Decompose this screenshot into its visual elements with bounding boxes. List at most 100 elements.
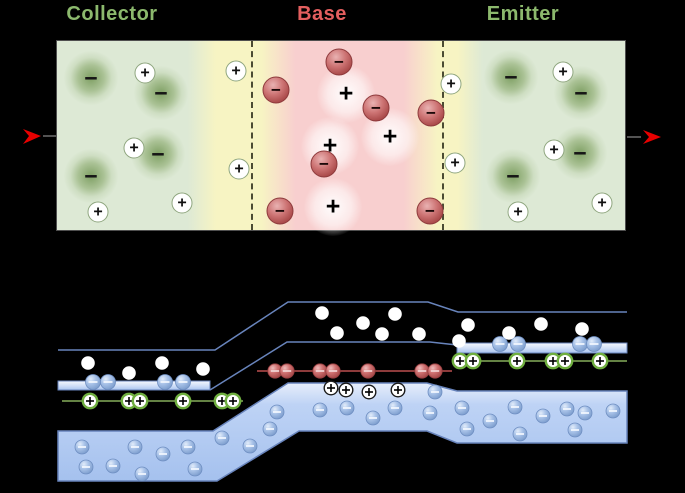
valence-electron-icon [482, 413, 498, 429]
donor-ion-icon [131, 392, 149, 410]
junction-dashed-line [251, 41, 253, 230]
ionized-acceptor-icon: − [416, 197, 444, 225]
donor-ion-icon [591, 352, 609, 370]
collector-electron-sea [57, 380, 211, 391]
valence-electron-icon [427, 384, 443, 400]
valence-electron-icon [127, 439, 143, 455]
valence-electron-icon [567, 422, 583, 438]
valence-electron-icon [155, 446, 171, 462]
ionized-donor-icon: + [87, 201, 109, 223]
current-arrow-right-icon [643, 130, 661, 144]
valence-electron-icon [214, 430, 230, 446]
ionized-donor-icon: + [507, 201, 529, 223]
valence-electron-icon [180, 439, 196, 455]
acceptor-ion-icon [325, 363, 341, 379]
collector-label: Collector [66, 3, 158, 25]
donor-ion-icon [451, 352, 469, 370]
emitter-label: Emitter [486, 3, 560, 25]
donor-ion-icon [120, 392, 138, 410]
acceptor-ion-icon [312, 363, 328, 379]
conduction-band-upper-edge [58, 301, 627, 351]
valence-electron-icon [559, 401, 575, 417]
acceptor-ion-icon [414, 363, 430, 379]
donor-ion-icon [464, 352, 482, 370]
valence-hole-icon [338, 382, 354, 398]
valence-electron-icon [78, 459, 94, 475]
valence-electron-icon [512, 426, 528, 442]
donor-ion-icon [81, 392, 99, 410]
hole-icon: + [382, 122, 398, 151]
valence-electron-icon [454, 400, 470, 416]
hole-icon: + [322, 131, 338, 160]
free-electron-icon [81, 356, 95, 370]
ionized-donor-icon: + [444, 152, 466, 174]
ionized-acceptor-icon: − [325, 48, 353, 76]
acceptor-ion-icon [279, 363, 295, 379]
acceptor-ion-icon [267, 363, 283, 379]
ionized-donor-icon: + [134, 62, 156, 84]
electron-cloud-icon: − [64, 51, 118, 105]
valence-electron-icon [605, 403, 621, 419]
valence-electron-icon [105, 458, 121, 474]
donor-ion-icon [556, 352, 574, 370]
junction-dashed-line [442, 41, 444, 230]
valence-electron-icon [187, 461, 203, 477]
valence-electron-icon [387, 400, 403, 416]
electron-cloud-icon: − [484, 50, 538, 104]
donor-ion-icon [224, 392, 242, 410]
ionized-donor-icon: + [543, 139, 565, 161]
band-edge-electron-icon [175, 374, 191, 390]
free-electron-icon [461, 318, 475, 332]
valence-band [57, 382, 628, 482]
free-electron-icon [388, 307, 402, 321]
ionized-donor-icon: + [225, 60, 247, 82]
valence-electron-icon [74, 439, 90, 455]
free-electron-icon [502, 326, 516, 340]
valence-electron-icon [269, 404, 285, 420]
emitter-electron-sea [456, 342, 628, 354]
free-electron-icon [452, 334, 466, 348]
ionized-donor-icon: + [228, 158, 250, 180]
ionized-donor-icon: + [591, 192, 613, 214]
free-electron-icon [330, 326, 344, 340]
band-edge-electron-icon [157, 374, 173, 390]
electron-cloud-icon: − [486, 149, 540, 203]
valence-electron-icon [577, 405, 593, 421]
free-electron-icon [412, 327, 426, 341]
ionized-donor-icon: + [440, 73, 462, 95]
donor-ion-icon [544, 352, 562, 370]
free-electron-icon [315, 306, 329, 320]
conduction-band-lower-edge [209, 341, 458, 391]
ionized-donor-icon: + [552, 61, 574, 83]
valence-electron-icon [365, 410, 381, 426]
ionized-acceptor-icon: − [310, 150, 338, 178]
hole-icon: + [338, 79, 354, 108]
valence-electron-icon [242, 438, 258, 454]
electron-cloud-icon: − [64, 149, 118, 203]
valence-electron-icon [459, 421, 475, 437]
valence-hole-icon [323, 380, 339, 396]
free-electron-icon [534, 317, 548, 331]
ionized-donor-icon: + [123, 137, 145, 159]
acceptor-ion-icon [427, 363, 443, 379]
band-edge-electron-icon [510, 336, 526, 352]
valence-electron-icon [312, 402, 328, 418]
valence-electron-icon [422, 405, 438, 421]
band-edge-electron-icon [492, 336, 508, 352]
hole-icon: + [325, 192, 341, 221]
electron-cloud-icon: − [131, 127, 185, 181]
free-electron-icon [356, 316, 370, 330]
free-electron-icon [155, 356, 169, 370]
hole-glow [304, 178, 362, 236]
band-edge-electron-icon [85, 374, 101, 390]
valence-electron-icon [262, 421, 278, 437]
ionized-acceptor-icon: − [417, 99, 445, 127]
band-edge-electron-icon [100, 374, 116, 390]
free-electron-icon [196, 362, 210, 376]
valence-electron-icon [535, 408, 551, 424]
ionized-donor-icon: + [171, 192, 193, 214]
donor-ion-icon [213, 392, 231, 410]
free-electron-icon [122, 366, 136, 380]
band-edge-electron-icon [572, 336, 588, 352]
